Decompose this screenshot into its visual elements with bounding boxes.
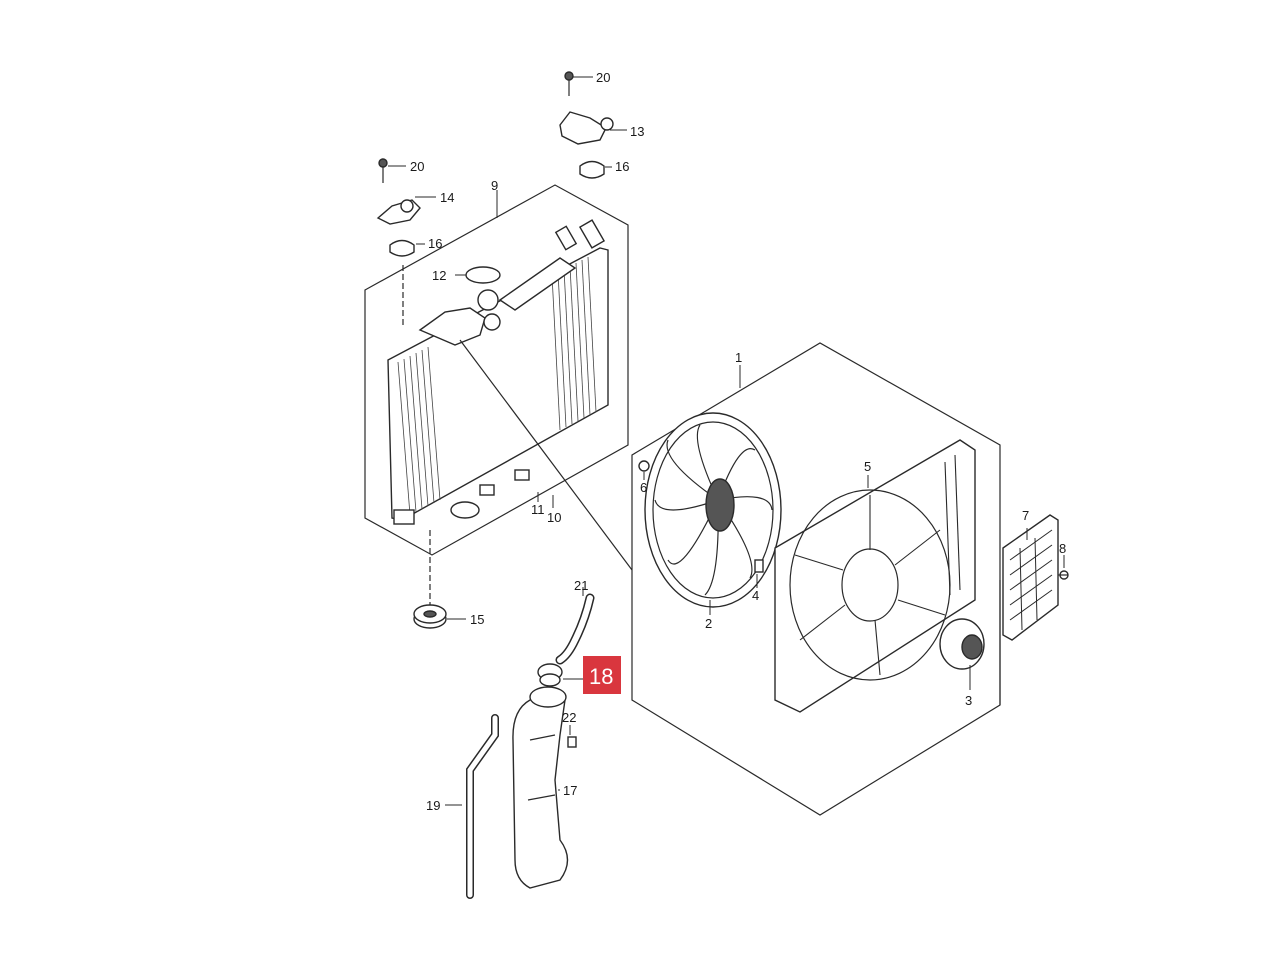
callout-11: 11 [531,502,545,517]
callout-12: 12 [432,268,446,283]
callout-20-right: 20 [596,70,610,85]
drain-hose-19 [466,714,499,899]
bushing-16-right [579,160,605,179]
callout-labels: 20 13 16 20 14 9 16 12 1 5 6 11 10 7 8 4… [410,70,1066,813]
callout-1: 1 [735,350,742,365]
callout-5: 5 [864,459,871,474]
radiator-assembly [364,184,633,610]
bolt-20-left [378,158,388,183]
callout-15: 15 [470,612,484,627]
callout-13: 13 [630,124,644,139]
callout-22: 22 [562,710,576,725]
callout-6: 6 [640,480,647,495]
bolt-20-right [564,71,574,96]
bushing-16-left [389,239,415,257]
fan-assembly [631,342,1001,816]
callout-20-left: 20 [410,159,424,174]
callout-18-label: 18 [589,664,613,689]
callout-10: 10 [547,510,561,525]
overflow-hose-21 [555,593,595,665]
callout-16-left: 16 [428,236,442,251]
bracket-13 [559,111,614,145]
callout-9: 9 [491,178,498,193]
radiator-cap-12 [465,266,501,284]
callout-4: 4 [752,588,759,603]
callout-3: 3 [965,693,972,708]
callout-2: 2 [705,616,712,631]
reservoir-cap-18 [537,663,563,687]
callout-17: 17 [563,783,577,798]
reservoir-tank-17 [512,686,569,889]
grille-7 [1002,514,1059,641]
callout-16-right: 16 [615,159,629,174]
leader-lines [388,76,1065,806]
callout-19: 19 [426,798,440,813]
callout-21: 21 [574,578,588,593]
callout-14: 14 [440,190,454,205]
bracket-14 [376,199,421,225]
screw-8 [1058,570,1069,580]
grommet-15 [413,604,447,629]
callout-8: 8 [1059,541,1066,556]
callout-7: 7 [1022,508,1029,523]
highlighted-callout-18: 18 [583,656,621,694]
screw-22 [567,736,577,748]
